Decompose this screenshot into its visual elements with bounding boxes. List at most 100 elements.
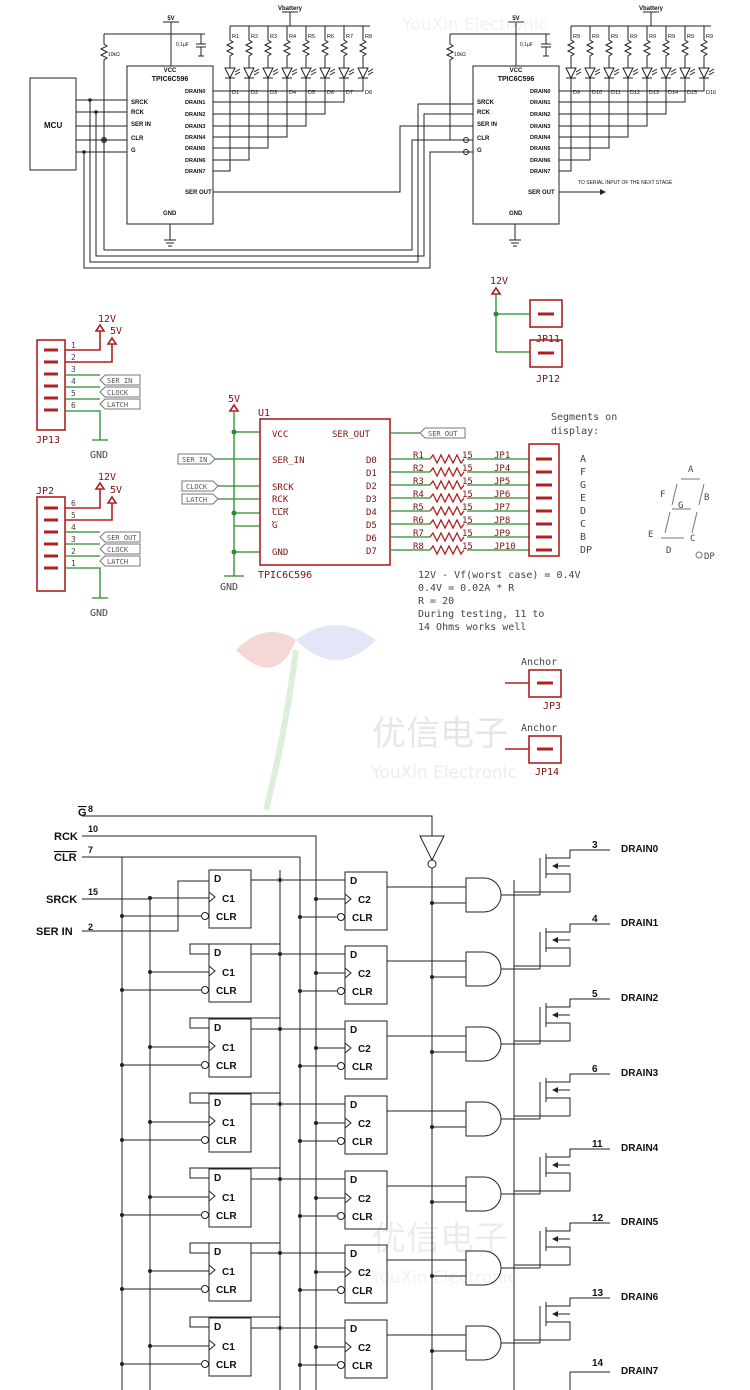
mosfet-arrow [552, 1236, 558, 1242]
chain-wire [189, 1179, 281, 1254]
chip1-pin-g: G [131, 148, 136, 154]
jp13-gnd: GND [90, 450, 108, 461]
ff2-d: D [350, 1100, 357, 1111]
junction-dot [148, 1045, 152, 1049]
jp-pin-number: 2 [71, 547, 76, 556]
segment-letter: F [580, 467, 586, 478]
jp12-name: JP12 [536, 374, 560, 385]
vbattery-1: Vbattery [278, 6, 303, 12]
junction-dot [430, 975, 434, 979]
resistor-symbol [225, 26, 235, 68]
junction-dot [430, 901, 434, 905]
led-ref: D3 [270, 90, 277, 96]
clock-triangle [344, 1266, 352, 1278]
chip2-drain-label: DRAIN0 [530, 89, 550, 95]
seg7-g: G [678, 501, 683, 511]
ff1-inputs [122, 1196, 209, 1216]
resistor-ref: R1 [232, 34, 239, 40]
clock-triangle [208, 965, 216, 977]
resistor-symbol [661, 26, 671, 68]
resistor-symbol [604, 26, 614, 68]
led-light-rays [272, 68, 279, 76]
led-symbol [262, 67, 274, 80]
junction-dot [298, 1064, 302, 1068]
cap1-label: 0.1μF [176, 42, 189, 48]
resistor-zigzag [429, 531, 465, 543]
junction-dot [278, 1177, 282, 1181]
jp-ref: JP9 [494, 529, 510, 539]
led-light-rays [670, 68, 677, 76]
led-ref: D14 [668, 90, 678, 96]
jp-ref: JP4 [494, 464, 510, 474]
u1-srck: SRCK [272, 483, 294, 493]
ff1-clr: CLR [216, 986, 237, 997]
vbattery-2: Vbattery [639, 6, 664, 12]
resistor-ref: R6 [327, 34, 334, 40]
watermark-cn-2: 优信电子 [372, 1219, 508, 1259]
chain-wire [189, 1029, 281, 1104]
chip1-drain-labels: DRAIN0DRAIN1DRAIN2DRAIN3DRAIN4DRAIN5DRAI… [185, 89, 206, 175]
segment-letter: G [580, 480, 586, 491]
gate-wires [387, 1185, 540, 1203]
clr-bubble [201, 1360, 209, 1368]
junction-dot [430, 1050, 434, 1054]
drain-wire [213, 84, 326, 115]
res-value: 15 [462, 451, 473, 461]
resistor-ref: R9 [649, 34, 656, 40]
led-light-rays [575, 68, 582, 76]
drain-label: DRAIN2 [621, 993, 659, 1004]
flip-flop-2 [344, 1095, 388, 1155]
jp-pin-number: 2 [71, 353, 76, 362]
ff1-clr: CLR [216, 1061, 237, 1072]
seg7-dp: DP [704, 552, 715, 562]
jp2-name: JP2 [36, 486, 54, 497]
chip1-pin-rck: RCK [131, 110, 145, 116]
drain-wire [213, 84, 250, 161]
drain-label: DRAIN5 [621, 1217, 659, 1228]
clr-bubble [337, 1137, 345, 1145]
calc-line: 12V - Vf(worst case) = 0.4V [418, 570, 581, 581]
ff2-clr: CLR [352, 1137, 373, 1148]
net-tag [99, 531, 141, 543]
seg7-a: A [688, 465, 694, 475]
junction-dot [430, 1200, 434, 1204]
clock-triangle [208, 1339, 216, 1351]
res-ref: R1 [413, 451, 424, 461]
clr-bubble [201, 986, 209, 994]
chip1-pin-serin: SER IN [131, 122, 151, 128]
resistor-symbol [699, 26, 709, 68]
u1-g: G [272, 521, 277, 531]
led-ref: D10 [592, 90, 602, 96]
gate-wires [387, 960, 540, 978]
flip-flop-1 [208, 1242, 252, 1302]
chip1-drain-label: DRAIN6 [185, 158, 205, 164]
res-value: 15 [462, 503, 473, 513]
clr-bubble [201, 1061, 209, 1069]
chip2-drain-label: DRAIN3 [530, 124, 550, 130]
junction-dot [148, 1269, 152, 1273]
ff1-d: D [214, 874, 221, 885]
flip-flop-2 [344, 1020, 388, 1080]
drain-label: DRAIN1 [621, 918, 659, 929]
led-symbol [660, 67, 672, 80]
drain-wire [213, 84, 307, 127]
clock-triangle [208, 1190, 216, 1202]
mosfet-symbol [514, 1148, 610, 1194]
and-gate [465, 1325, 502, 1361]
calc-line: R = 20 [418, 596, 454, 607]
chip1-pin-srck: SRCK [131, 100, 149, 106]
net-tag [99, 386, 141, 398]
led-light-rays [708, 68, 715, 76]
u1-serin: SER_IN [272, 456, 305, 466]
mosfet-symbol [514, 998, 610, 1044]
u1-d-pin: D5 [366, 521, 377, 531]
ff1-d: D [214, 1023, 221, 1034]
resistor-symbol [244, 26, 254, 68]
junction-dot [314, 897, 318, 901]
seg7-e: E [648, 530, 653, 540]
flip-flop-2 [344, 1244, 388, 1304]
segment-letter: B [580, 532, 586, 543]
